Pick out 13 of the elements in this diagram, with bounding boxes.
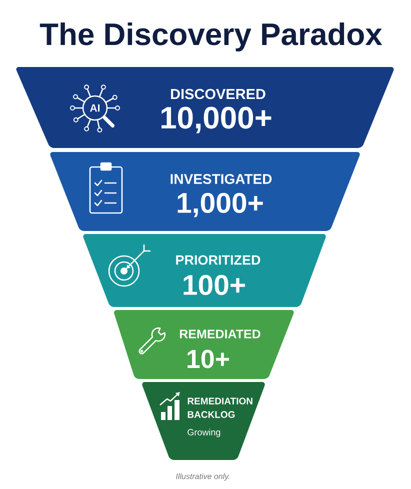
stage-label: REMEDIATION BACKLOG bbox=[188, 398, 252, 418]
stage-label: PRIORITIZED bbox=[176, 255, 260, 265]
stage-label: DISCOVERED bbox=[171, 88, 266, 100]
caption: Illustrative only. bbox=[176, 473, 230, 481]
title: The Discovery Paradox bbox=[40, 22, 382, 52]
icon-label: AI bbox=[90, 104, 100, 112]
count-value: 1,000+ bbox=[178, 192, 263, 218]
count-value: 10+ bbox=[188, 350, 229, 368]
stage-label: REMEDIATED bbox=[180, 330, 260, 338]
count-value: 10,000+ bbox=[162, 106, 272, 134]
stage-label: INVESTIGATED bbox=[170, 174, 272, 184]
status-text: Growing bbox=[188, 428, 220, 438]
count-value: 100+ bbox=[184, 274, 245, 296]
